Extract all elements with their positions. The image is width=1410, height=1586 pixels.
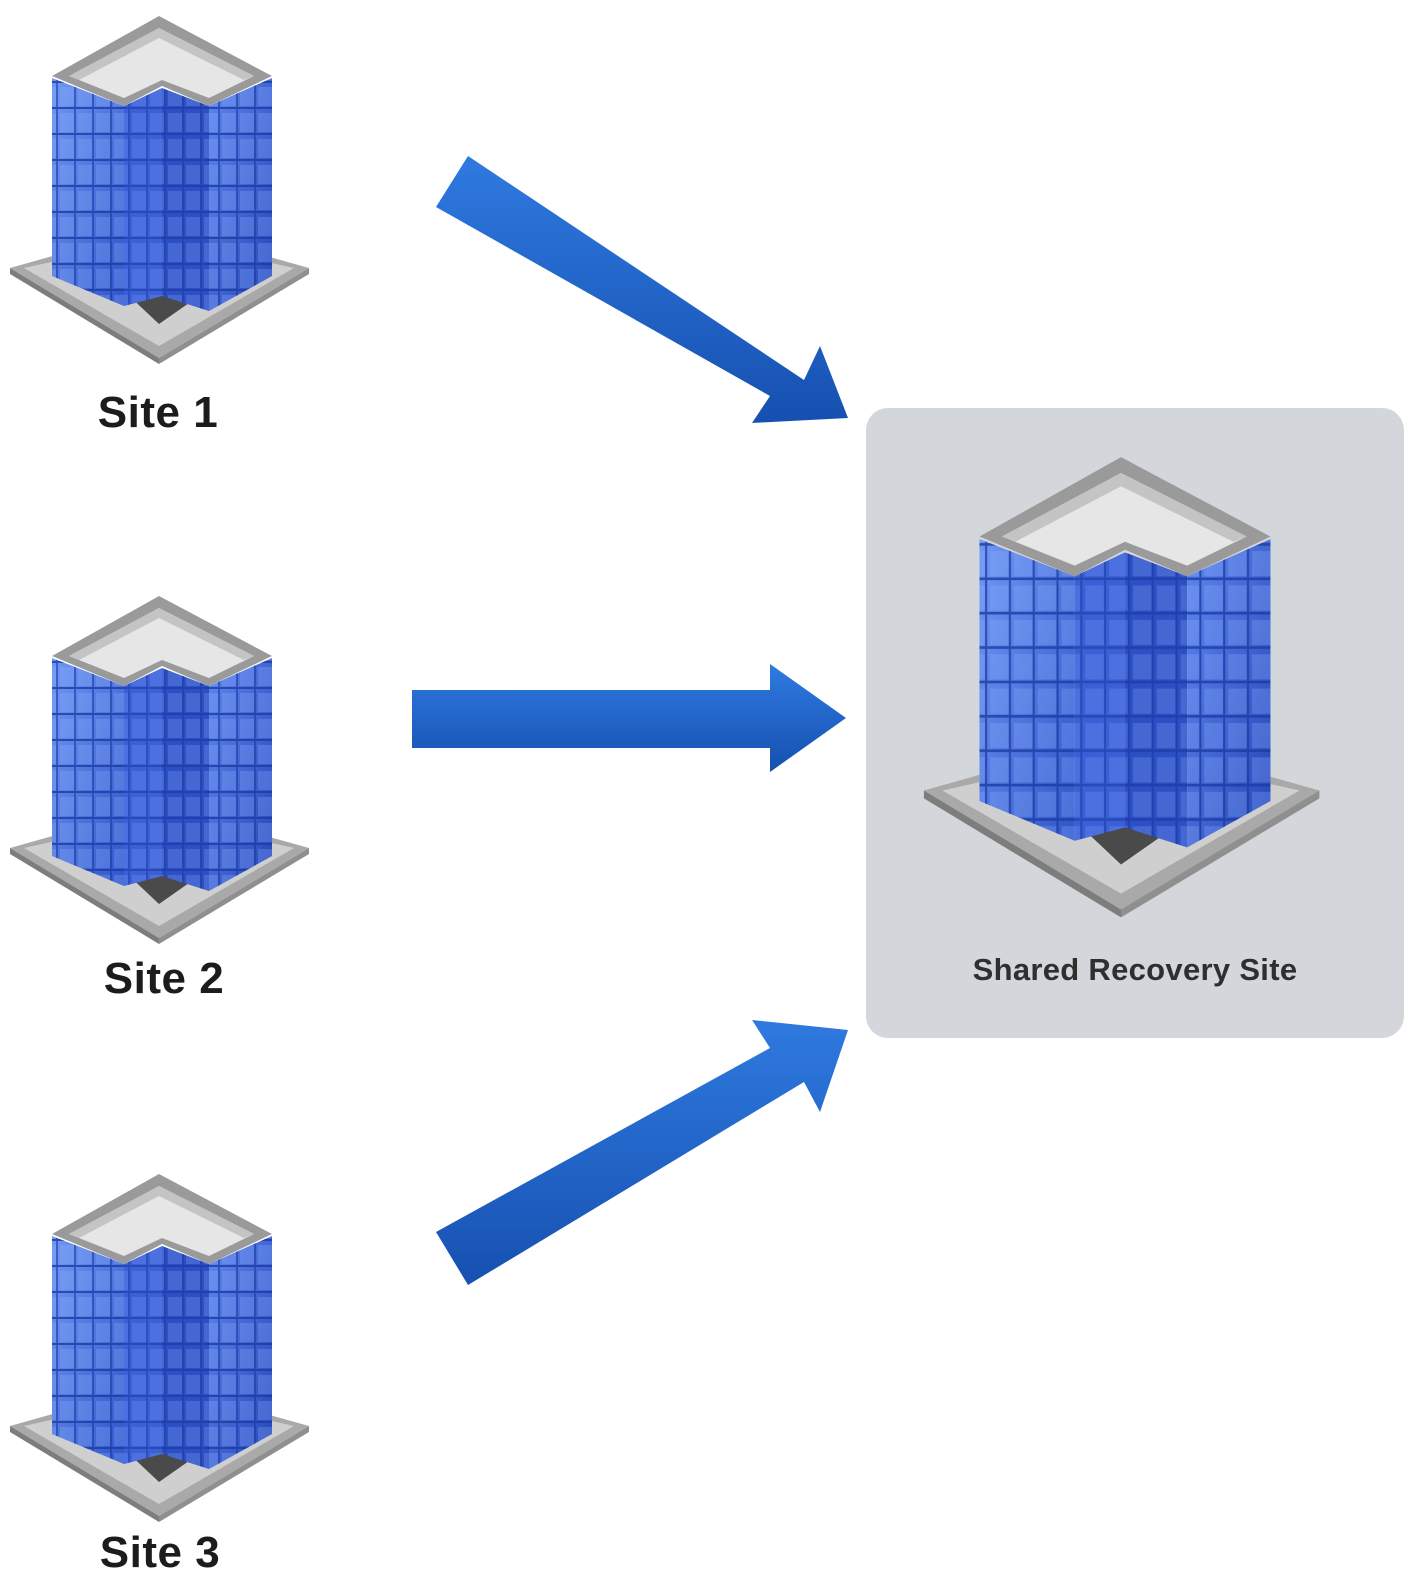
office-building-icon bbox=[10, 16, 309, 364]
recovery-site-label: Shared Recovery Site bbox=[972, 952, 1298, 987]
site-3-label: Site 3 bbox=[99, 1528, 221, 1577]
office-building-icon bbox=[10, 1174, 309, 1522]
arrow-site2-to-recovery bbox=[412, 664, 846, 772]
building-recovery-site bbox=[916, 442, 1326, 922]
site-1-label: Site 1 bbox=[97, 388, 219, 437]
building-site-2 bbox=[4, 586, 314, 946]
arrow-site3-to-recovery bbox=[436, 1020, 848, 1285]
building-site-3 bbox=[4, 1164, 314, 1524]
office-building-icon bbox=[10, 596, 309, 944]
arrow-site1-to-recovery bbox=[436, 156, 848, 423]
building-site-1 bbox=[4, 6, 314, 366]
recovery-site-panel: Shared Recovery Site bbox=[866, 408, 1404, 1038]
site-2-label: Site 2 bbox=[103, 954, 225, 1003]
office-building-icon bbox=[923, 457, 1320, 918]
